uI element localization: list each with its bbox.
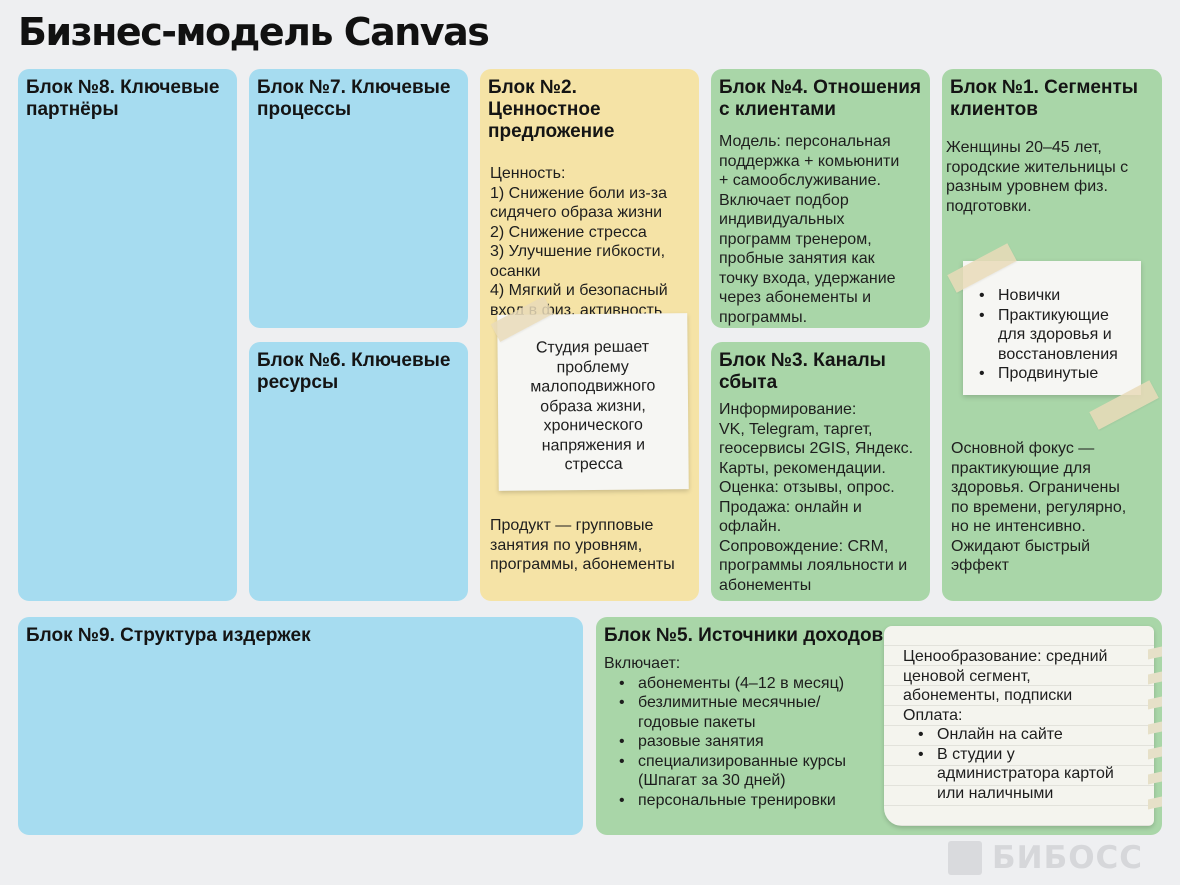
text-line: стресса <box>564 455 623 474</box>
text-line: по времени, регулярно, <box>951 498 1127 516</box>
text-line: Продажа: онлайн и <box>719 498 862 516</box>
text-line: точку входа, удержание <box>719 269 896 287</box>
list-item: Онлайн на сайте <box>918 725 1137 745</box>
page-title: Бизнес-модель Canvas <box>18 10 490 54</box>
block-key-resources: Блок №6. Ключевые ресурсы <box>249 342 468 601</box>
text-line: пробные занятия как <box>719 250 875 267</box>
value-list: Ценность: 1) Снижение боли из-за сидячег… <box>488 164 691 320</box>
list-item: специализированные курсы (Шпагат за 30 д… <box>619 752 878 791</box>
text-line: Ожидают быстрый <box>951 537 1091 555</box>
block-heading: Блок №8. Ключевые партнёры <box>26 77 220 120</box>
text-line: 2) Снижение стресса <box>490 223 647 241</box>
list-item: персональные тренировки <box>619 791 878 811</box>
text-line: малоподвижного <box>530 377 656 396</box>
text-line: Женщины 20–45 лет, <box>946 139 1102 156</box>
block-key-activities: Блок №7. Ключевые процессы <box>249 69 468 328</box>
block-heading: Блок №4. Отношения с клиентами <box>719 77 921 120</box>
text-line: 4) Мягкий и безопасный <box>490 282 668 299</box>
text-line: Оценка: отзывы, опрос. <box>719 479 895 496</box>
text-line: Ценообразование: средний <box>903 648 1108 665</box>
note-text: Студия решает проблему малоподвижного об… <box>497 337 688 475</box>
text-line: Модель: персональная <box>719 133 891 150</box>
list-item: безлимитные месячные/ годовые пакеты <box>619 693 848 732</box>
text-line: программы лояльности и <box>719 557 908 574</box>
channels-text: Информирование: VK, Telegram, таргет, ге… <box>719 400 922 595</box>
text-line: Ценность: <box>490 165 566 182</box>
text-line: Оплата: <box>903 706 963 724</box>
text-line: Студия решает <box>535 338 650 357</box>
text-line: индивидуальных <box>719 211 845 228</box>
text-line: программы, абонементы <box>490 556 675 573</box>
text-line: но не интенсивно. <box>951 518 1086 535</box>
revenue-intro: Включает: <box>604 655 681 672</box>
pricing-notepad: Ценообразование: средний ценовой сегмент… <box>884 626 1162 826</box>
text-line: напряжения и <box>541 436 646 454</box>
text-line: занятия по уровням, <box>490 536 643 554</box>
segments-note: Новички Практикующие для здоровья и восс… <box>963 261 1141 395</box>
text-line: программы. <box>719 308 808 326</box>
text-line: Включает подбор <box>719 191 849 209</box>
list-item: абонементы (4–12 в месяц) <box>619 674 878 694</box>
text-line: Продукт — групповые <box>490 517 654 534</box>
text-line: хронического <box>543 416 643 435</box>
segments-list: Новички Практикующие для здоровья и восс… <box>963 286 1141 384</box>
text-line: + самообслуживание. <box>719 172 881 189</box>
notepad-binding <box>1148 646 1162 810</box>
text-line: офлайн. <box>719 518 782 535</box>
text-line: практикующие для <box>951 459 1091 477</box>
block-cost-structure: Блок №9. Структура издержек <box>18 617 583 835</box>
logo-mark-icon <box>948 841 982 875</box>
focus-text: Основной фокус — практикующие для здоров… <box>951 439 1126 576</box>
block-heading: Блок №5. Источники доходов <box>604 625 884 646</box>
text-line: образа жизни, <box>540 397 646 415</box>
list-item: Практикующие для здоровья и восстановлен… <box>979 306 1130 365</box>
block-heading: Блок №1. Сегменты клиентов <box>950 77 1139 120</box>
text-line: Карты, рекомендации. <box>719 459 886 477</box>
relationships-text: Модель: персональная поддержка + комьюни… <box>719 132 922 327</box>
block-heading: Блок №7. Ключевые процессы <box>257 77 451 120</box>
payment-list: Онлайн на сайте В студии у администратор… <box>884 725 1137 803</box>
list-item: разовые занятия <box>619 732 878 752</box>
text-line: 1) Снижение боли из-за <box>490 184 667 202</box>
text-line: Сопровождение: CRM, <box>719 537 889 555</box>
text-line: 3) Улучшение гибкости, <box>490 243 666 260</box>
text-line: программ тренером, <box>719 230 872 248</box>
text-line: Информирование: <box>719 401 857 418</box>
block-customer-relationships: Блок №4. Отношения с клиентами Модель: п… <box>711 69 930 328</box>
text-line: поддержка + комьюнити <box>719 152 900 170</box>
text-line: абонементы, подписки <box>903 687 1073 704</box>
text-line: разным уровнем физ. <box>946 178 1108 195</box>
text-line: проблему <box>556 358 629 376</box>
logo-text: БИБОСС <box>992 840 1144 876</box>
text-line: сидячего образа жизни <box>490 204 663 221</box>
block-channels: Блок №3. Каналы сбыта Информирование: VK… <box>711 342 930 601</box>
note-paper: Студия решает проблему малоподвижного об… <box>497 313 689 491</box>
text-line: ценовой сегмент, <box>903 667 1031 685</box>
block-heading: Блок №2. Ценностное предложение <box>488 77 615 142</box>
text-line: абонементы <box>719 576 812 594</box>
block-heading: Блок №6. Ключевые ресурсы <box>257 350 451 393</box>
block-key-partners: Блок №8. Ключевые партнёры <box>18 69 237 601</box>
text-line: подготовки. <box>946 197 1032 215</box>
text-line: осанки <box>490 262 541 280</box>
pricing-text: Ценообразование: средний ценовой сегмент… <box>903 647 1154 725</box>
list-item: В студии у администратора картой или нал… <box>918 745 1137 804</box>
text-line: геосервисы 2GIS, Яндекс. <box>719 440 914 457</box>
segments-intro: Женщины 20–45 лет, городские жительницы … <box>946 138 1154 216</box>
text-line: через абонементы и <box>719 289 872 306</box>
text-line: здоровья. Ограничены <box>951 479 1120 496</box>
revenue-list: абонементы (4–12 в месяц) безлимитные ме… <box>604 674 878 811</box>
list-item: Продвинутые <box>979 364 1141 384</box>
block-heading: Блок №9. Структура издержек <box>26 625 311 646</box>
product-text: Продукт — групповые занятия по уровням, … <box>490 516 675 575</box>
list-item: Новички <box>979 286 1141 306</box>
logo: БИБОСС <box>948 840 1143 876</box>
text-line: VK, Telegram, таргет, <box>719 420 873 438</box>
text-line: эффект <box>951 557 1009 574</box>
block-heading: Блок №3. Каналы сбыта <box>719 350 886 393</box>
text-line: городские жительницы с <box>946 158 1129 176</box>
text-line: Основной фокус — <box>951 440 1095 457</box>
